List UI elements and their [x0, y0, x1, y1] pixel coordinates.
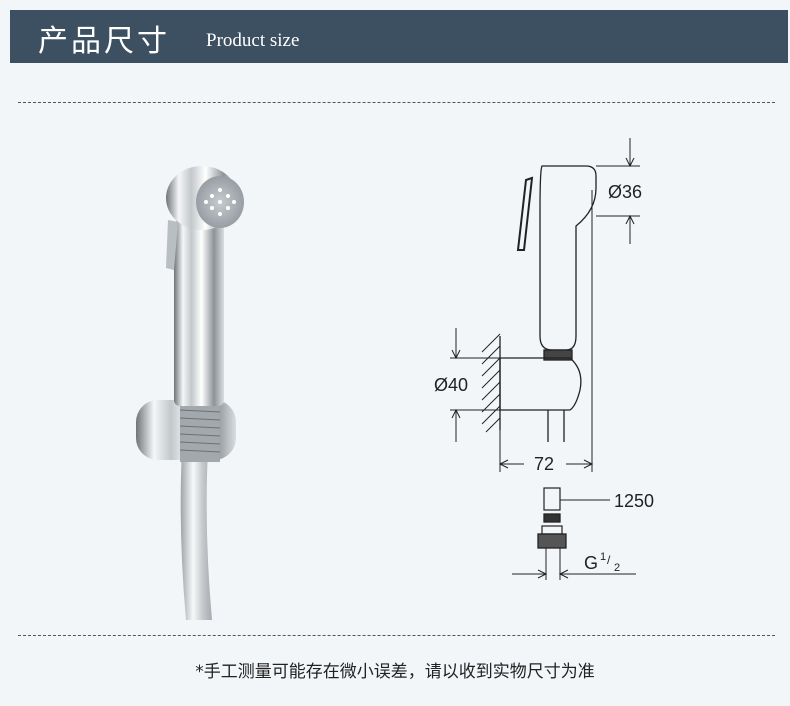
dim-thread-num: 1 — [600, 551, 606, 563]
dim-thread-den: 2 — [614, 562, 620, 574]
dim-hose-length: 1250 — [614, 491, 654, 511]
section-title-en: Product size — [206, 30, 300, 51]
top-divider — [18, 102, 775, 103]
dim-depth: 72 — [534, 454, 554, 474]
section-title-cn: 产品尺寸 — [38, 24, 170, 59]
bottom-divider — [18, 635, 775, 636]
dim-holder-diameter: Ø40 — [434, 375, 468, 395]
dim-thread: G — [584, 553, 598, 573]
technical-drawing: Ø36 Ø40 72 1250 G 1 / 2 — [434, 138, 654, 580]
product-photo — [136, 166, 244, 620]
dim-head-diameter: Ø36 — [608, 182, 642, 202]
section-header: 产品尺寸 Product size — [10, 10, 788, 63]
measurement-note: *手工测量可能存在微小误差，请以收到实物尺寸为准 — [195, 662, 595, 682]
dim-thread-slash: / — [607, 553, 611, 567]
